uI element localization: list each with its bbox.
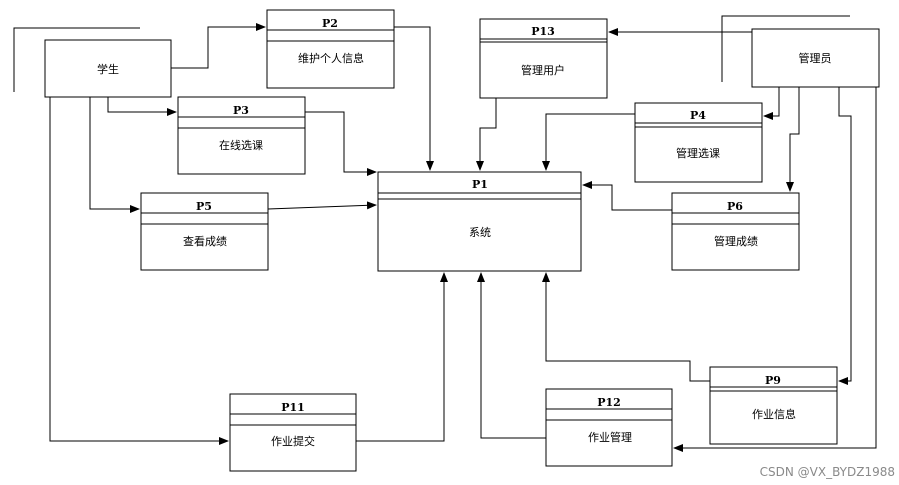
p9-id: P9 <box>765 374 781 387</box>
p1-name: 系统 <box>469 226 491 239</box>
p1-id: P1 <box>472 178 488 191</box>
p11-id: P11 <box>281 401 305 414</box>
p3-box <box>177 96 306 175</box>
arrow-p2-to-p1 <box>394 26 434 171</box>
p12-name: 作业管理 <box>588 430 632 444</box>
arrow-p11-to-p1 <box>356 272 448 442</box>
process-p1: P1 系统 <box>377 171 582 272</box>
p13-box <box>479 18 608 99</box>
p6-name: 管理成绩 <box>714 234 758 248</box>
process-p9: P9 作业信息 <box>709 366 838 445</box>
process-p5: P5 查看成绩 <box>140 192 269 271</box>
p4-box <box>634 102 763 183</box>
p12-id: P12 <box>597 396 621 409</box>
student-label: 学生 <box>97 62 119 76</box>
arrow-p12-to-p1 <box>477 272 546 439</box>
p6-box <box>671 192 800 271</box>
p2-name: 维护个人信息 <box>298 51 364 65</box>
admin-label: 管理员 <box>799 51 832 65</box>
arrow-p9-to-p1 <box>542 272 710 382</box>
arrow-p13-to-p1 <box>476 98 497 171</box>
p11-name: 作业提交 <box>271 434 315 448</box>
arrow-student-to-p5 <box>89 97 140 213</box>
arrow-p4-to-p1 <box>542 113 635 171</box>
flow-arrows <box>49 23 877 452</box>
watermark-text: CSDN @VX_BYDZ1988 <box>760 465 895 479</box>
process-p2: P2 维护个人信息 <box>266 9 395 89</box>
p5-name: 查看成绩 <box>183 234 227 248</box>
p3-name: 在线选课 <box>219 138 263 152</box>
p1-box <box>377 171 582 272</box>
entity-admin: 管理员 <box>721 15 880 88</box>
p4-id: P4 <box>690 109 706 122</box>
entity-student: 学生 <box>13 27 172 98</box>
p5-box <box>140 192 269 271</box>
admin-shadow-line <box>721 15 850 82</box>
admin-box <box>751 28 880 88</box>
arrow-admin-to-p9 <box>838 87 852 385</box>
arrow-student-to-p3 <box>107 97 177 116</box>
arrow-admin-to-p6 <box>786 87 800 192</box>
arrow-student-to-p2 <box>171 23 266 69</box>
p4-name: 管理选课 <box>676 146 720 160</box>
arrow-student-to-p11 <box>49 97 229 445</box>
process-p12: P12 作业管理 <box>545 388 673 467</box>
arrow-p5-to-p1 <box>267 201 377 210</box>
p11-box <box>229 393 357 472</box>
process-p13: P13 管理用户 <box>479 18 608 99</box>
p13-id: P13 <box>531 25 555 38</box>
arrow-p6-to-p1 <box>582 181 672 211</box>
p12-box <box>545 388 673 467</box>
arrow-admin-to-p4 <box>763 87 780 120</box>
p2-box <box>266 9 395 89</box>
p5-id: P5 <box>196 200 212 213</box>
process-p3: P3 在线选课 <box>177 96 306 175</box>
process-p4: P4 管理选课 <box>634 102 763 183</box>
p3-id: P3 <box>233 104 249 117</box>
arrow-p3-to-p1 <box>305 111 377 176</box>
p13-name: 管理用户 <box>521 63 565 77</box>
arrow-admin-to-p12 <box>673 86 877 452</box>
p9-name: 作业信息 <box>752 407 796 421</box>
p6-id: P6 <box>727 200 743 213</box>
p2-id: P2 <box>322 17 338 30</box>
process-p6: P6 管理成绩 <box>671 192 800 271</box>
process-p11: P11 作业提交 <box>229 393 357 472</box>
student-shadow-line <box>13 27 140 92</box>
p9-box <box>709 366 838 445</box>
